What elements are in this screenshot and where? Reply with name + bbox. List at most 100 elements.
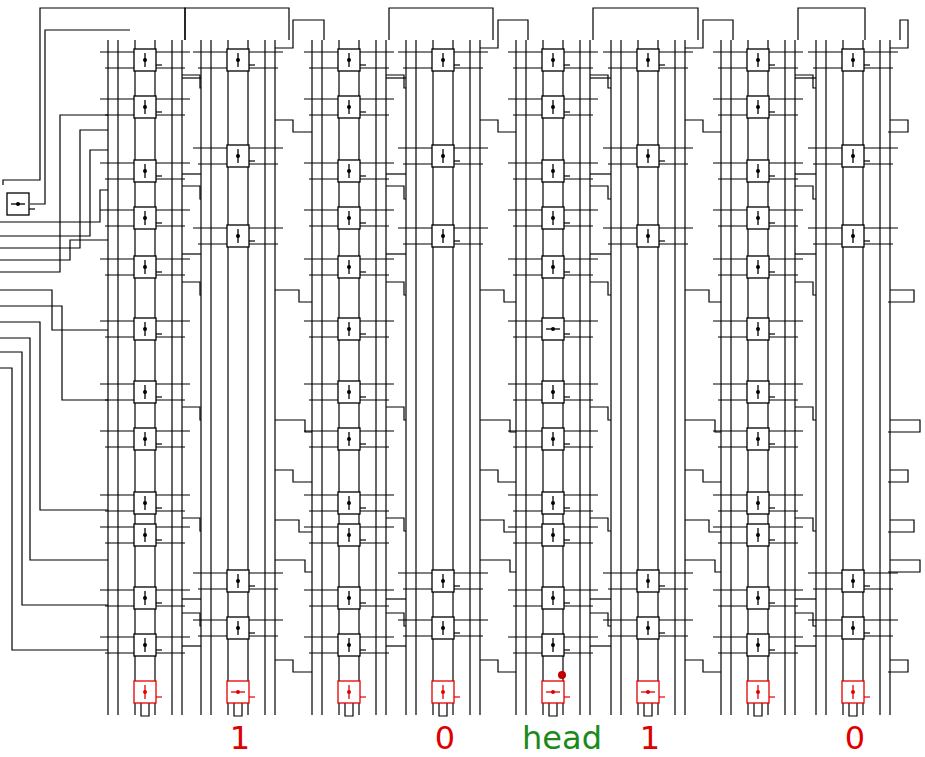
wire bbox=[590, 253, 611, 254]
wire bbox=[415, 40, 416, 715]
wire bbox=[795, 253, 816, 254]
wire bbox=[798, 8, 865, 40]
wire bbox=[794, 40, 795, 715]
switch-symbol bbox=[542, 492, 570, 514]
switch-symbol bbox=[338, 96, 366, 118]
wire bbox=[386, 173, 406, 174]
wire bbox=[0, 115, 108, 272]
wire bbox=[386, 75, 406, 88]
wire bbox=[210, 40, 211, 715]
wire bbox=[227, 40, 228, 715]
wire bbox=[795, 598, 816, 599]
wire bbox=[795, 645, 816, 646]
wire bbox=[311, 40, 312, 715]
switch-symbol bbox=[432, 49, 460, 71]
wire bbox=[684, 40, 685, 715]
wire bbox=[358, 40, 359, 715]
wire bbox=[117, 40, 118, 715]
switch-symbol bbox=[542, 524, 570, 546]
switch-symbol bbox=[637, 49, 665, 71]
wire bbox=[480, 520, 516, 532]
wire bbox=[730, 40, 731, 715]
wire bbox=[432, 40, 433, 715]
switch-symbol bbox=[842, 49, 870, 71]
switch-symbol bbox=[747, 524, 775, 546]
wire bbox=[674, 40, 675, 715]
wire bbox=[784, 40, 785, 715]
wire bbox=[386, 518, 406, 531]
wire bbox=[795, 282, 816, 295]
switch-symbol bbox=[747, 207, 775, 229]
wire bbox=[275, 470, 312, 482]
switch-symbol bbox=[747, 492, 775, 514]
wire bbox=[469, 40, 470, 715]
wire bbox=[888, 470, 908, 482]
switch-symbol bbox=[134, 49, 162, 71]
wire bbox=[590, 282, 611, 295]
tape-cell-switch bbox=[432, 681, 460, 703]
wire bbox=[754, 703, 762, 716]
tape-symbol: 0 bbox=[433, 722, 457, 754]
wire bbox=[141, 703, 149, 716]
tape-cell-switch bbox=[842, 681, 870, 703]
switch-symbol bbox=[747, 256, 775, 278]
switch-symbol bbox=[227, 617, 255, 639]
wire bbox=[275, 20, 324, 48]
wire bbox=[888, 520, 914, 532]
wire bbox=[234, 703, 242, 716]
wire bbox=[795, 518, 816, 531]
wire bbox=[385, 40, 386, 715]
wire bbox=[452, 40, 453, 715]
wire bbox=[888, 120, 908, 132]
wire bbox=[275, 520, 312, 532]
wire bbox=[0, 290, 108, 330]
wire bbox=[889, 40, 890, 715]
wire bbox=[685, 120, 721, 132]
wire bbox=[182, 186, 201, 199]
wire bbox=[815, 40, 816, 715]
wire bbox=[862, 40, 863, 715]
switch-symbol bbox=[338, 381, 366, 403]
wire bbox=[888, 420, 920, 432]
wire bbox=[3, 8, 185, 185]
switch-symbol bbox=[747, 96, 775, 118]
switch-symbol bbox=[432, 570, 460, 592]
switch-symbol bbox=[637, 225, 665, 247]
switch-symbol bbox=[747, 428, 775, 450]
switch-symbol bbox=[338, 524, 366, 546]
wire bbox=[685, 520, 721, 532]
switch-symbol bbox=[542, 49, 570, 71]
switch-symbol bbox=[227, 145, 255, 167]
tape-symbol: 1 bbox=[638, 722, 662, 754]
wire bbox=[610, 40, 611, 715]
switch-symbol bbox=[747, 634, 775, 656]
wire bbox=[275, 560, 312, 572]
wire bbox=[747, 40, 748, 715]
wire bbox=[795, 186, 816, 199]
tape-symbol: 1 bbox=[228, 722, 252, 754]
switch-group bbox=[7, 49, 870, 703]
wire bbox=[480, 420, 516, 432]
wire bbox=[181, 40, 182, 715]
wire bbox=[590, 77, 611, 78]
wire-group bbox=[0, 8, 920, 716]
tape-cell-switch bbox=[134, 681, 162, 703]
switch-symbol bbox=[338, 587, 366, 609]
wire bbox=[275, 660, 312, 672]
wire bbox=[182, 407, 201, 420]
switch-symbol bbox=[134, 381, 162, 403]
wire bbox=[480, 470, 516, 482]
wire bbox=[590, 407, 611, 420]
wire bbox=[386, 598, 406, 599]
wire bbox=[386, 407, 406, 420]
switch-symbol bbox=[227, 49, 255, 71]
wire bbox=[182, 518, 201, 531]
wire bbox=[0, 150, 108, 236]
switch-symbol bbox=[338, 207, 366, 229]
tape-cell-switch bbox=[338, 681, 366, 703]
switch-symbol bbox=[134, 428, 162, 450]
wire bbox=[525, 40, 526, 715]
wire bbox=[0, 306, 108, 400]
switch-symbol bbox=[747, 318, 775, 340]
